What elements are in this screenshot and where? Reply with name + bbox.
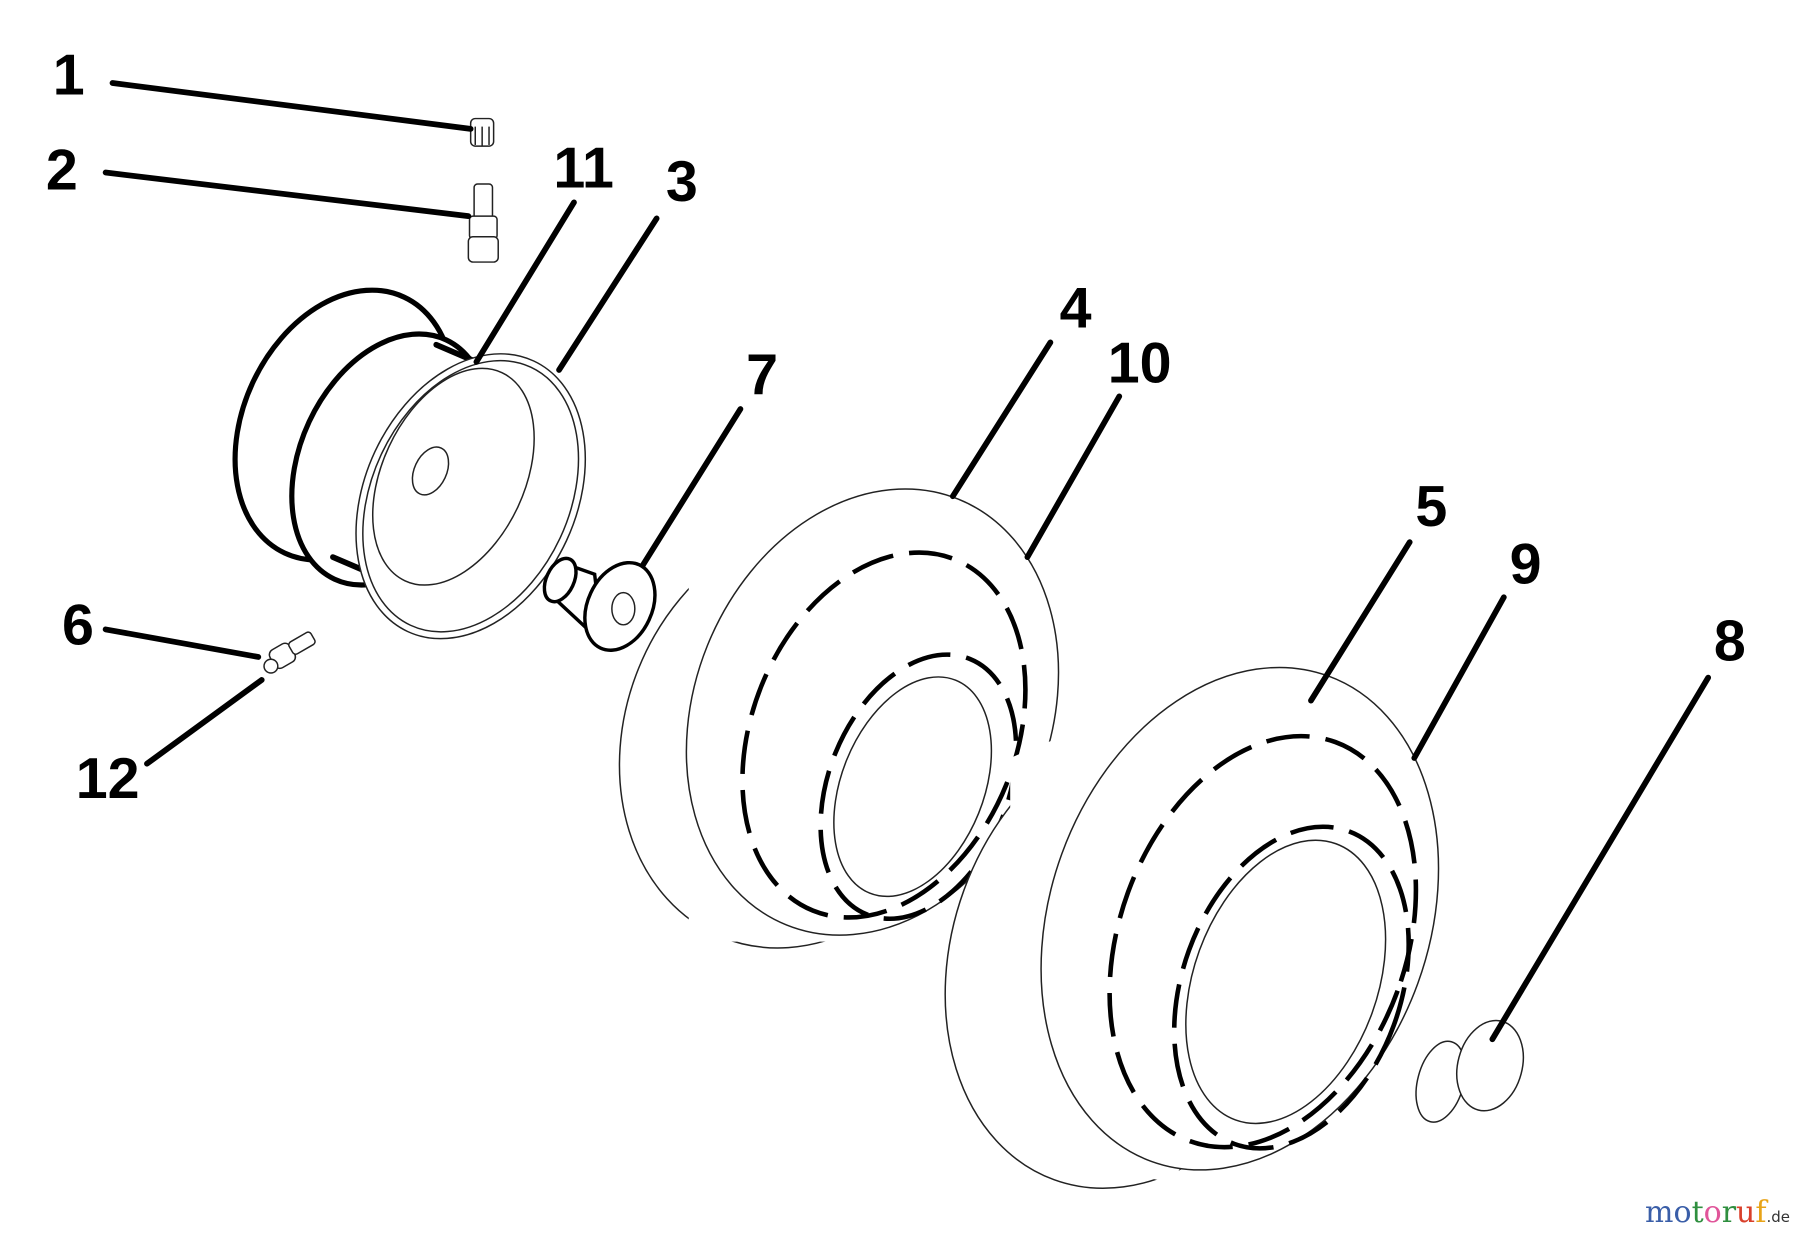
leader-6 xyxy=(102,626,262,660)
leader-3 xyxy=(556,215,660,373)
leader-5 xyxy=(1308,539,1413,704)
leader-10 xyxy=(1024,393,1123,560)
grease-fitting-part xyxy=(263,631,316,674)
leader-7 xyxy=(639,406,744,568)
rim-part xyxy=(232,287,587,640)
watermark-letter: o xyxy=(1703,1195,1722,1230)
callout-8: 8 xyxy=(1714,609,1746,673)
watermark-letter: u xyxy=(1736,1195,1756,1230)
watermark-letter: t xyxy=(1691,1195,1704,1230)
leader-4 xyxy=(949,339,1054,500)
callout-11: 11 xyxy=(553,136,614,200)
spacer-part xyxy=(1415,1016,1525,1124)
rear-tire-part xyxy=(944,666,1440,1189)
leader-12 xyxy=(144,677,265,767)
valve-stem-part xyxy=(467,183,499,263)
watermark-letter: o xyxy=(1673,1195,1692,1230)
callout-7: 7 xyxy=(746,343,778,407)
leader-1 xyxy=(109,80,474,132)
watermark-text: motoruf xyxy=(1645,1195,1766,1230)
leader-2 xyxy=(102,169,472,220)
leader-9 xyxy=(1411,594,1507,761)
motoruf-watermark: motoruf.de xyxy=(1645,1195,1790,1230)
front-tire-part xyxy=(618,488,1060,949)
callout-4: 4 xyxy=(1060,276,1092,340)
watermark-letter: r xyxy=(1721,1195,1737,1230)
callout-5: 5 xyxy=(1415,475,1447,539)
callout-1: 1 xyxy=(53,43,85,107)
callout-3: 3 xyxy=(666,150,698,214)
watermark-tld: .de xyxy=(1766,1208,1790,1226)
leader-8 xyxy=(1489,674,1712,1043)
bushing-part xyxy=(542,556,657,652)
callout-2: 2 xyxy=(46,139,78,203)
callout-10: 10 xyxy=(1108,332,1172,396)
watermark-letter: m xyxy=(1645,1195,1674,1230)
leader-11 xyxy=(473,199,577,365)
valve-cap-part xyxy=(469,117,495,147)
callout-6: 6 xyxy=(62,593,94,657)
watermark-letter: f xyxy=(1755,1195,1767,1230)
callout-12: 12 xyxy=(76,747,140,811)
callout-9: 9 xyxy=(1510,532,1542,596)
